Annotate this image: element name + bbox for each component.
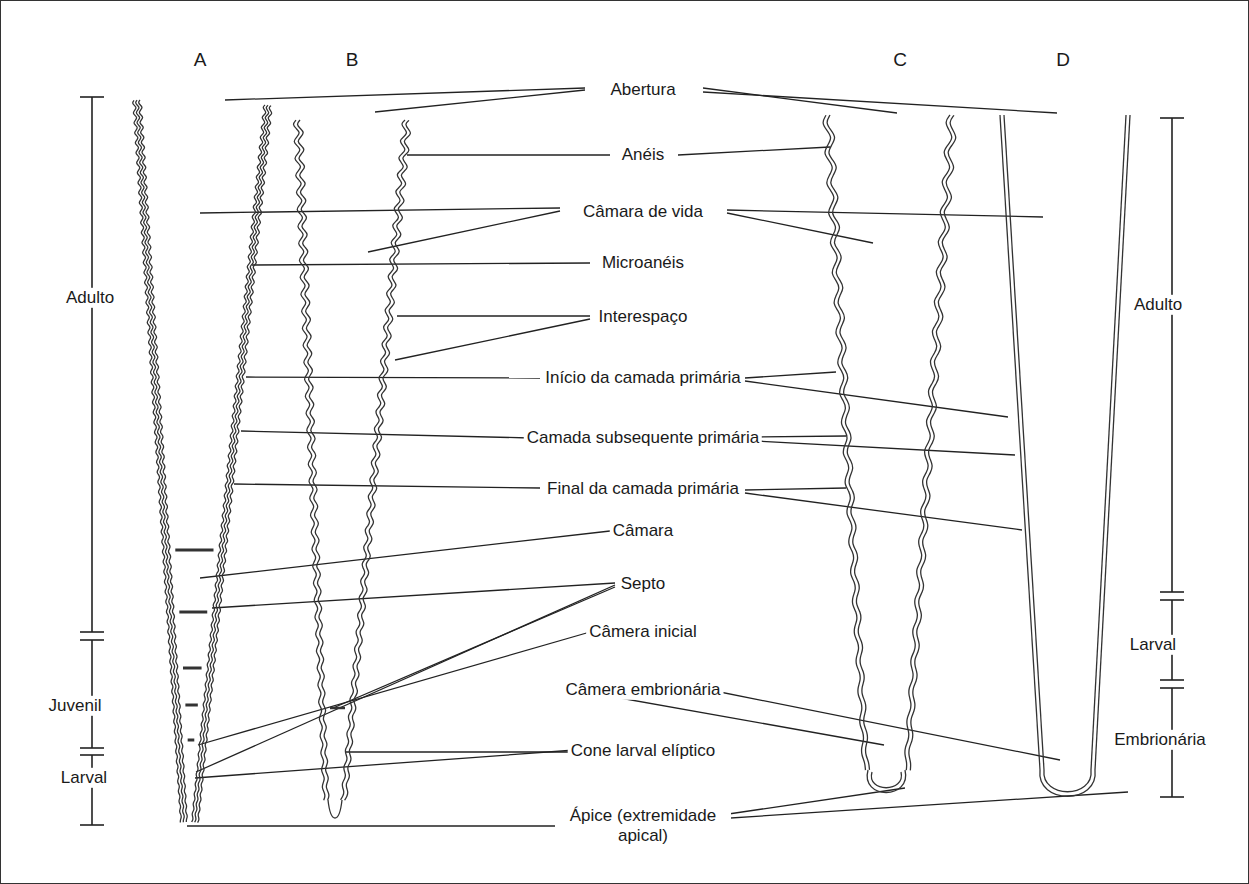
shell-d-wall bbox=[1000, 115, 1040, 770]
part-label: Interespaço bbox=[596, 307, 691, 327]
septum bbox=[185, 704, 197, 707]
shell-a-wall bbox=[198, 106, 272, 823]
part-label: Cone larval elíptico bbox=[568, 741, 719, 761]
leader-lines bbox=[187, 88, 1128, 826]
panel-letter: C bbox=[890, 49, 910, 72]
shell-c-wall bbox=[823, 115, 865, 770]
shell-d-wall bbox=[1091, 115, 1126, 770]
stage-label: Embrionária bbox=[1111, 730, 1209, 750]
septum bbox=[330, 707, 345, 710]
shell-d-wall bbox=[1095, 115, 1130, 770]
shell-d-wall bbox=[1004, 115, 1044, 770]
shell-b-wall bbox=[345, 120, 411, 800]
stage-label: Juvenil bbox=[46, 696, 105, 716]
part-label: Câmara bbox=[610, 521, 676, 541]
panel-letter: A bbox=[191, 49, 210, 72]
stage-label: Adulto bbox=[1131, 295, 1185, 315]
shell-a-wall bbox=[192, 105, 266, 822]
shell-a-wall bbox=[136, 100, 184, 822]
embryonic-chamber bbox=[1040, 770, 1095, 796]
part-label: Anéis bbox=[619, 145, 668, 165]
shell-c-wall bbox=[909, 115, 956, 770]
shell-b-wall bbox=[294, 120, 325, 800]
part-label: Ápice (extremidade apical) bbox=[555, 806, 731, 847]
larval-cone bbox=[328, 800, 342, 818]
shell-outlines bbox=[133, 100, 1130, 823]
part-label: Câmera inicial bbox=[586, 622, 700, 642]
part-label: Microanéis bbox=[599, 253, 687, 273]
part-label: Abertura bbox=[607, 80, 678, 100]
stage-label: Larval bbox=[1127, 635, 1179, 655]
shell-b-wall bbox=[298, 120, 329, 800]
stage-label: Larval bbox=[58, 768, 110, 788]
septum bbox=[179, 611, 207, 614]
septum bbox=[188, 739, 195, 742]
part-label: Câmara de vida bbox=[580, 202, 706, 222]
embryonic-chamber bbox=[867, 770, 905, 793]
part-label: Septo bbox=[618, 574, 668, 594]
septum bbox=[175, 549, 213, 552]
panel-letter: B bbox=[343, 49, 362, 72]
stage-brackets bbox=[80, 97, 1184, 825]
part-label: Início da camada primária bbox=[542, 368, 744, 388]
part-label: Final da camada primária bbox=[544, 479, 742, 499]
shell-a-wall bbox=[133, 100, 181, 822]
shell-a-wall bbox=[139, 100, 187, 822]
part-label: Camada subsequente primária bbox=[524, 428, 762, 448]
shell-c-wall bbox=[827, 115, 869, 770]
shell-b-wall bbox=[341, 120, 407, 800]
embryonic-chamber bbox=[1044, 770, 1091, 792]
panel-letter: D bbox=[1053, 49, 1073, 72]
stage-label: Adulto bbox=[63, 288, 117, 308]
embryonic-chamber bbox=[871, 772, 901, 788]
part-label: Câmera embrionária bbox=[563, 680, 724, 700]
shell-a-wall bbox=[195, 105, 269, 822]
septum bbox=[183, 667, 202, 670]
